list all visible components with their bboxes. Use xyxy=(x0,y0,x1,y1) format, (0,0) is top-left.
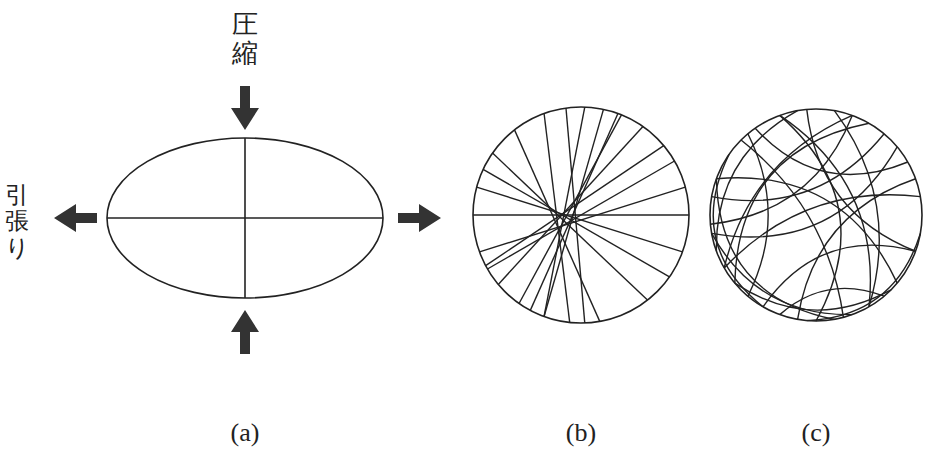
compression-arrow xyxy=(231,310,259,354)
panel-label: (b) xyxy=(551,418,611,448)
fracture-circle xyxy=(473,107,689,323)
fracture-line xyxy=(480,187,686,252)
fracture-line xyxy=(544,109,603,316)
fracture-curve xyxy=(712,233,853,314)
fracture-circle xyxy=(710,109,922,321)
fracture-curve xyxy=(780,288,884,314)
fracture-line xyxy=(519,115,621,304)
panel-label: (a) xyxy=(215,418,275,448)
fracture-curve xyxy=(780,115,871,306)
tension-label: 引張り xyxy=(5,182,29,261)
fracture-curve xyxy=(713,154,763,307)
fracture-curve xyxy=(798,179,916,320)
fracture-line xyxy=(487,161,674,269)
fracture-curve xyxy=(710,115,852,224)
fracture-line xyxy=(498,127,643,285)
tension-arrow xyxy=(54,204,97,232)
panel-label: (c) xyxy=(786,418,846,448)
strain-ellipse xyxy=(107,138,383,298)
fracture-line xyxy=(486,146,664,266)
fracture-curve xyxy=(735,123,869,283)
fracture-line xyxy=(477,187,683,252)
ellipse-axis xyxy=(107,217,383,219)
compression-label: 圧縮 xyxy=(232,10,258,67)
fracture-curve xyxy=(741,140,843,317)
fracture-curve xyxy=(724,195,920,268)
tension-arrow xyxy=(398,204,441,232)
fracture-curve xyxy=(724,115,852,268)
compression-arrow xyxy=(231,86,259,130)
fracture-curve xyxy=(716,111,797,252)
